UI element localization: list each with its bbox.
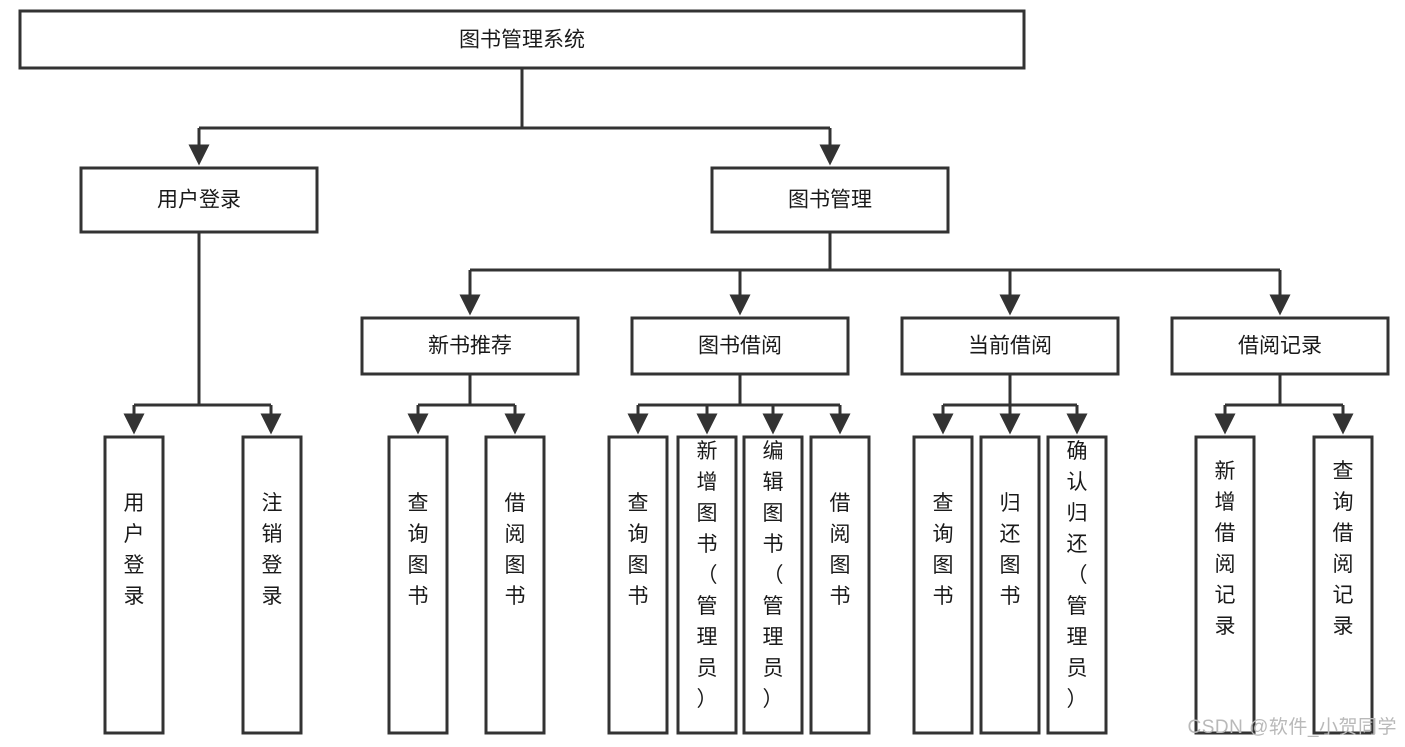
node-leaf-borrow-book-2[interactable]: 借阅图书 <box>809 435 871 735</box>
node-root-label: 图书管理系统 <box>459 29 585 52</box>
node-leaf-add-record-label: 新增借阅记录 <box>1215 460 1236 638</box>
node-book-borrow-label: 图书借阅 <box>698 335 782 358</box>
node-leaf-confirm-return-label: 确认归还（管理员） <box>1067 440 1088 711</box>
node-leaf-add-book-label: 新增图书（管理员） <box>697 440 718 711</box>
node-leaf-query-book-3[interactable]: 查询图书 <box>912 435 974 735</box>
node-leaf-add-record[interactable]: 新增借阅记录 <box>1194 435 1256 735</box>
node-leaf-user-login-box[interactable] <box>103 435 165 735</box>
node-leaf-query-record[interactable]: 查询借阅记录 <box>1312 435 1374 735</box>
node-leaf-borrow-book-1-box[interactable] <box>484 435 546 735</box>
node-leaf-query-book-3-box[interactable] <box>912 435 974 735</box>
node-leaf-add-record-box[interactable] <box>1194 435 1256 735</box>
node-leaf-query-book-3-label: 查询图书 <box>933 492 954 608</box>
node-leaf-query-book-1[interactable]: 查询图书 <box>387 435 449 735</box>
connector-group-book-borrow <box>627 374 851 435</box>
node-leaf-edit-book-label: 编辑图书（管理员） <box>763 440 784 711</box>
connector-group-user-login <box>123 232 282 435</box>
node-leaf-borrow-book-1[interactable]: 借阅图书 <box>484 435 546 735</box>
node-borrow-record-label: 借阅记录 <box>1238 335 1322 358</box>
node-current-borrow[interactable]: 当前借阅 <box>900 316 1120 376</box>
node-user-login-box[interactable] <box>79 166 319 234</box>
node-leaf-query-book-2-label: 查询图书 <box>628 492 649 608</box>
node-leaf-confirm-return-box[interactable] <box>1046 435 1108 735</box>
node-new-book-recommend-label: 新书推荐 <box>428 335 512 358</box>
connector-group-book-management <box>459 232 1291 316</box>
node-leaf-borrow-book-2-label: 借阅图书 <box>830 492 851 608</box>
node-leaf-query-record-box[interactable] <box>1312 435 1374 735</box>
node-root-box[interactable] <box>18 9 1026 70</box>
node-leaf-user-login[interactable]: 用户登录 <box>103 435 165 735</box>
node-leaf-logout[interactable]: 注销登录 <box>241 435 303 735</box>
node-leaf-add-book-box[interactable] <box>676 435 738 735</box>
node-new-book-recommend[interactable]: 新书推荐 <box>360 316 580 376</box>
node-leaf-query-record-label: 查询借阅记录 <box>1333 460 1354 638</box>
node-leaf-edit-book[interactable]: 编辑图书（管理员） <box>742 435 804 735</box>
node-leaf-return-book-label: 归还图书 <box>1000 492 1021 608</box>
node-borrow-record-box[interactable] <box>1170 316 1390 376</box>
node-book-management-label: 图书管理 <box>788 189 872 212</box>
node-leaf-logout-label: 注销登录 <box>262 492 283 608</box>
connector-group-root <box>188 68 841 166</box>
node-leaf-query-book-1-label: 查询图书 <box>408 492 429 608</box>
node-user-login-label: 用户登录 <box>157 189 241 212</box>
node-leaf-return-book-box[interactable] <box>979 435 1041 735</box>
node-leaf-add-book[interactable]: 新增图书（管理员） <box>676 435 738 735</box>
node-leaf-query-book-2[interactable]: 查询图书 <box>607 435 669 735</box>
node-leaf-borrow-book-2-box[interactable] <box>809 435 871 735</box>
node-new-book-recommend-box[interactable] <box>360 316 580 376</box>
node-user-login[interactable]: 用户登录 <box>79 166 319 234</box>
node-root[interactable]: 图书管理系统 <box>18 9 1026 70</box>
node-leaf-query-book-2-box[interactable] <box>607 435 669 735</box>
node-leaf-logout-box[interactable] <box>241 435 303 735</box>
node-book-borrow[interactable]: 图书借阅 <box>630 316 850 376</box>
node-leaf-return-book[interactable]: 归还图书 <box>979 435 1041 735</box>
node-current-borrow-label: 当前借阅 <box>968 335 1052 358</box>
node-current-borrow-box[interactable] <box>900 316 1120 376</box>
connector-group-new-book-recommend <box>407 374 526 435</box>
connector-group-current-borrow <box>932 374 1088 435</box>
node-leaf-edit-book-box[interactable] <box>742 435 804 735</box>
node-book-management-box[interactable] <box>710 166 950 234</box>
node-book-borrow-box[interactable] <box>630 316 850 376</box>
node-leaf-user-login-label: 用户登录 <box>124 492 145 608</box>
connector-group-borrow-record <box>1214 374 1354 435</box>
node-leaf-confirm-return[interactable]: 确认归还（管理员） <box>1046 435 1108 735</box>
node-leaf-borrow-book-1-label: 借阅图书 <box>505 492 526 608</box>
node-borrow-record[interactable]: 借阅记录 <box>1170 316 1390 376</box>
node-book-management[interactable]: 图书管理 <box>710 166 950 234</box>
node-leaf-query-book-1-box[interactable] <box>387 435 449 735</box>
